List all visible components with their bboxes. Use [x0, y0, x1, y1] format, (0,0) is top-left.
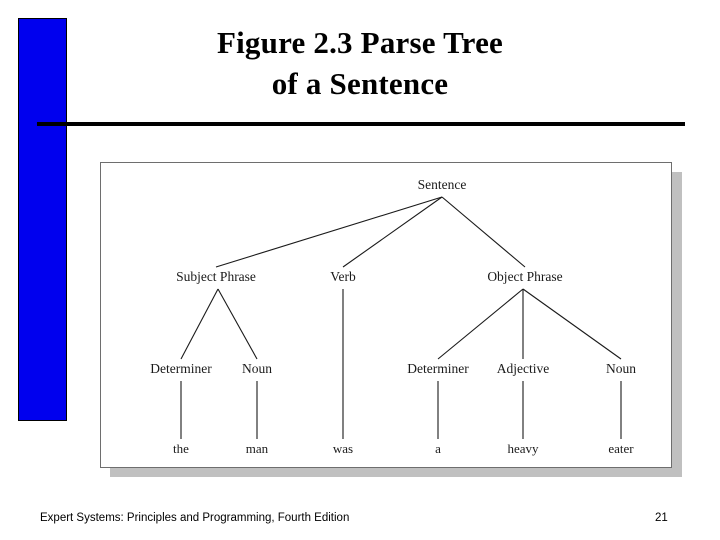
page-title: Figure 2.3 Parse Tree of a Sentence	[120, 22, 600, 104]
tree-leaf-heavy: heavy	[507, 441, 539, 456]
title-divider-rule	[37, 122, 685, 126]
figure-parse-tree-container: Sentence Subject Phrase Verb Object Phra…	[100, 162, 672, 468]
edge-sentence-object-phrase	[441, 196, 526, 268]
tree-node-sentence: Sentence	[418, 177, 467, 192]
edge-object-determiner	[437, 288, 524, 360]
accent-bar-decoration	[18, 18, 67, 421]
tree-leaf-eater: eater	[608, 441, 634, 456]
tree-node-verb: Verb	[330, 269, 356, 284]
tree-leaf-the: the	[173, 441, 189, 456]
tree-node-noun-left: Noun	[242, 361, 272, 376]
tree-leaf-man: man	[246, 441, 269, 456]
edge-object-noun	[522, 288, 622, 360]
page-number: 21	[655, 512, 668, 524]
parse-tree-diagram: Sentence Subject Phrase Verb Object Phra…	[150, 177, 636, 456]
tree-node-subject-phrase: Subject Phrase	[176, 269, 256, 284]
tree-node-determiner-left: Determiner	[150, 361, 212, 376]
tree-node-noun-right: Noun	[606, 361, 636, 376]
tree-leaf-was: was	[333, 441, 353, 456]
tree-node-object-phrase: Object Phrase	[487, 269, 562, 284]
edge-subject-noun	[217, 288, 258, 360]
edge-sentence-verb	[342, 196, 443, 268]
page-title-line-1: Figure 2.3 Parse Tree	[216, 25, 503, 60]
tree-node-adjective: Adjective	[497, 361, 549, 376]
tree-node-determiner-right: Determiner	[407, 361, 469, 376]
page-title-line-2: of a Sentence	[271, 66, 449, 101]
footer-citation: Expert Systems: Principles and Programmi…	[40, 512, 350, 524]
edge-sentence-subject-phrase	[215, 196, 443, 268]
tree-leaf-a: a	[435, 441, 441, 456]
edge-subject-determiner	[180, 288, 219, 360]
